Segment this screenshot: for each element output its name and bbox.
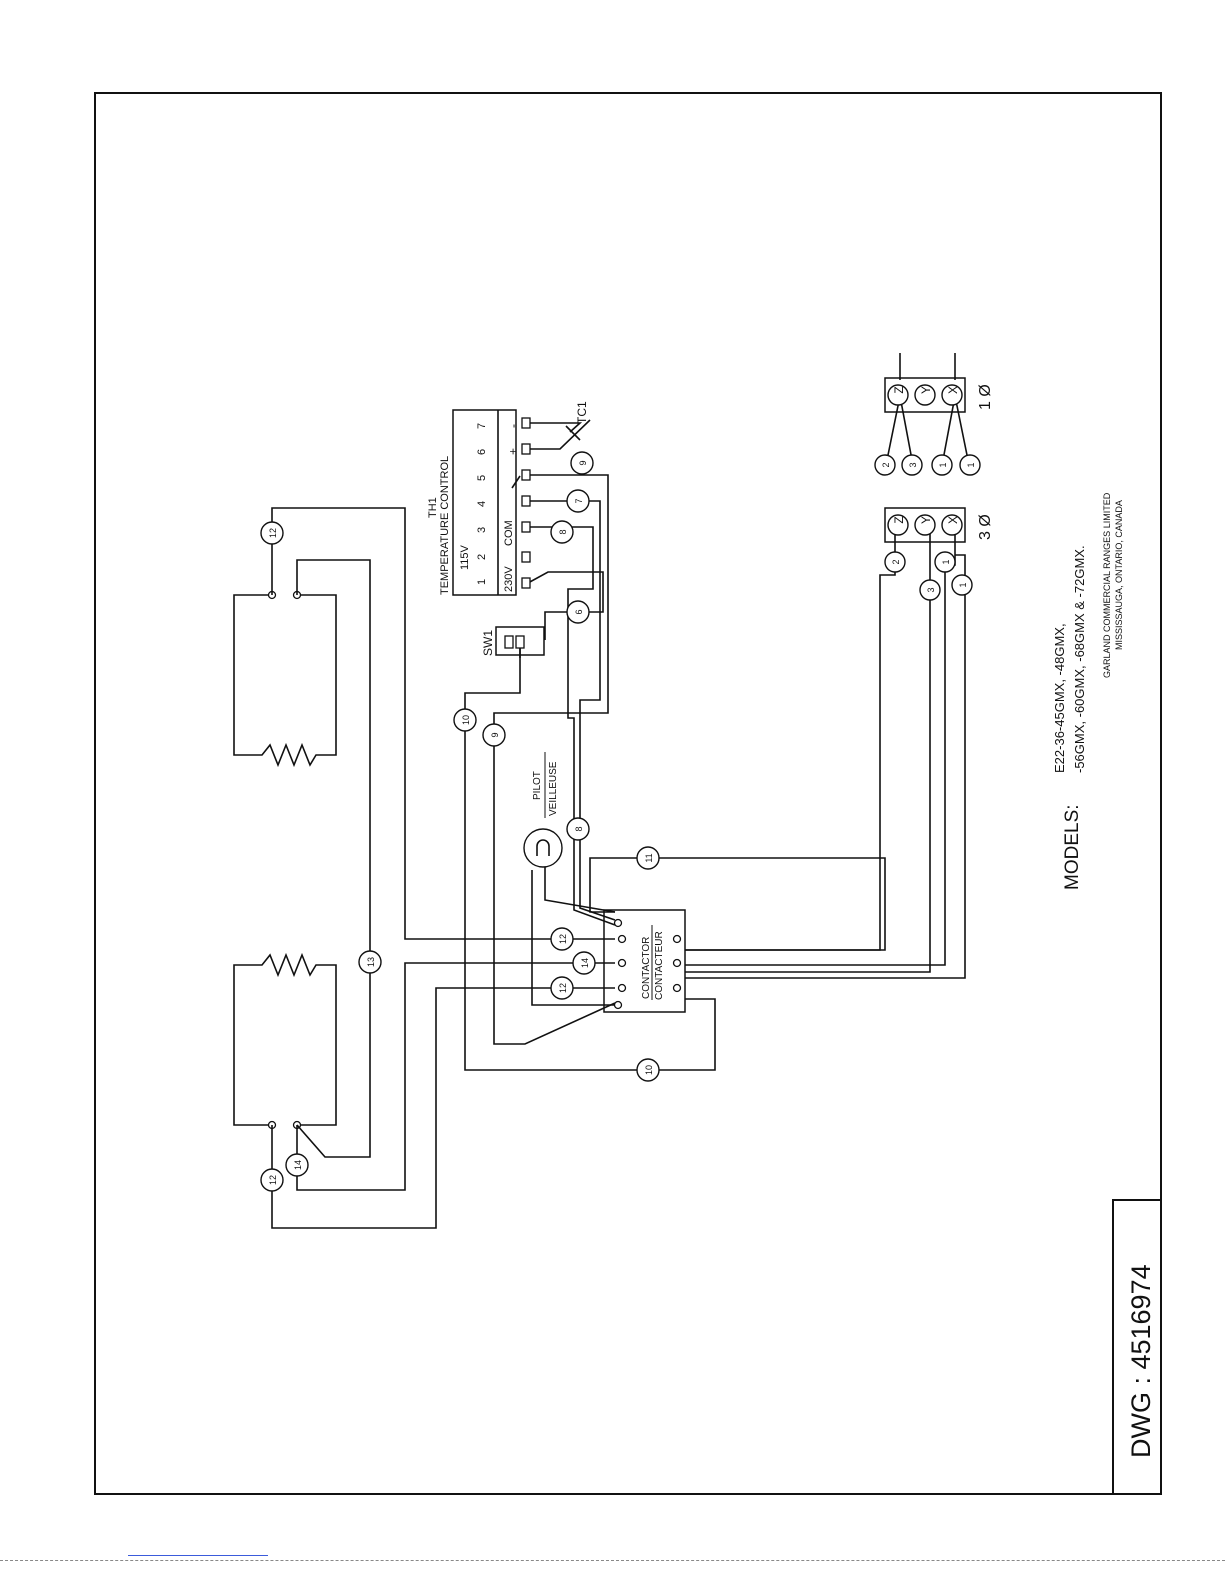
pilot-label-fr: VEILLEUSE (548, 761, 559, 816)
thermocouple-label: TC1 (575, 401, 589, 424)
svg-text:14: 14 (293, 1160, 303, 1170)
supply-block-three-phase: Z Y X 3 Ø (884, 507, 994, 543)
wire-labels: 12 13 12 14 12 14 12 10 11 8 10 9 6 8 7 … (260, 451, 981, 1192)
three-phase-terminal-z: Z (892, 516, 906, 523)
thermostat-title: TEMPERATURE CONTROL (439, 456, 451, 595)
three-phase-label: 3 Ø (977, 514, 994, 540)
svg-text:12: 12 (268, 1175, 278, 1185)
page-edge-rule (0, 1560, 1225, 1561)
svg-text:9: 9 (578, 460, 588, 465)
wire-label-10-bottom: 10 (636, 1058, 660, 1082)
models-line-2: -56GMX, -60GMX, -68GMX & -72GMX. (1072, 545, 1087, 773)
title-block (1112, 1199, 1162, 1495)
heating-element-upper (233, 590, 337, 768)
svg-text:7: 7 (574, 498, 584, 503)
svg-text:14: 14 (580, 958, 590, 968)
switch: SW1 (481, 626, 545, 656)
wire-label-14-lower: 14 (285, 1153, 309, 1177)
svg-text:12: 12 (268, 528, 278, 538)
contactor-label-fr: CONTACTEUR (654, 931, 665, 1000)
svg-text:1: 1 (938, 462, 948, 467)
svg-text:11: 11 (644, 853, 654, 862)
heating-element-lower (233, 952, 337, 1130)
drawing-number: DWG : 4516974 (1126, 1264, 1156, 1458)
maker-line-1: GARLAND COMMERCIAL RANGES LIMITED (1102, 492, 1112, 678)
wire-label-14-contactor: 14 (572, 951, 596, 975)
wire-label-12-contactor-a: 12 (550, 927, 574, 951)
svg-text:12: 12 (558, 983, 568, 993)
wire-label-3-single-phase: 3 (901, 454, 923, 476)
thermostat-com: COM (503, 520, 515, 546)
svg-text:12: 12 (558, 934, 568, 944)
single-phase-terminal-z: Z (892, 386, 906, 393)
single-phase-label: 1 Ø (977, 384, 994, 410)
svg-text:1: 1 (941, 559, 951, 564)
thermostat-115v: 115V (459, 544, 471, 570)
pilot-label-en: PILOT (532, 771, 543, 800)
wire-label-7: 7 (566, 489, 590, 513)
wire-label-8-thermostat: 8 (550, 520, 574, 544)
wire-label-9-left: 9 (482, 723, 506, 747)
wire-label-12-upper: 12 (260, 521, 284, 545)
svg-text:2: 2 (891, 559, 901, 564)
svg-text:3: 3 (926, 587, 936, 592)
wire-label-9-thermostat: 9 (570, 451, 594, 475)
svg-text:10: 10 (461, 715, 471, 725)
wire-label-3-three-phase: 3 (919, 579, 941, 601)
three-phase-terminal-x: X (946, 516, 960, 524)
svg-text:9: 9 (490, 732, 500, 737)
thermostat-tag: TH1 (427, 497, 439, 518)
wire-label-6: 6 (566, 600, 590, 624)
wire-label-10-switch: 10 (453, 708, 477, 732)
wire-label-12-lower: 12 (260, 1168, 284, 1192)
page-footer-underline (128, 1555, 268, 1556)
single-phase-terminal-x: X (946, 386, 960, 394)
sheet-frame (94, 92, 1162, 1495)
svg-text:3: 3 (908, 462, 918, 467)
wiring (271, 353, 969, 1229)
switch-label: SW1 (481, 630, 495, 656)
wire-label-1-three-phase-a: 1 (934, 551, 956, 573)
wire-label-1-three-phase-b: 1 (951, 574, 973, 596)
terminal-4: 4 (476, 501, 488, 507)
terminal-7: 7 (476, 423, 488, 429)
wire-label-12-contactor-b: 12 (550, 976, 574, 1000)
wire-label-13: 13 (358, 950, 382, 974)
terminal-1: 1 (476, 579, 488, 585)
contactor-label-en: CONTACTOR (641, 937, 652, 999)
svg-text:1: 1 (966, 462, 976, 467)
terminal-5: 5 (476, 475, 488, 481)
single-phase-terminal-y: Y (919, 386, 933, 394)
wire-label-2-single-phase: 2 (874, 454, 896, 476)
svg-text:8: 8 (558, 529, 568, 534)
thermostat-plus: + (506, 448, 520, 455)
terminal-6: 6 (476, 449, 488, 455)
wire-label-11: 11 (636, 846, 660, 870)
models-label: MODELS: (1062, 804, 1083, 890)
thermostat-minus: - (506, 424, 520, 428)
three-phase-terminal-y: Y (919, 516, 933, 524)
maker-line-2: MISSISSAUGA, ONTARIO, CANADA (1114, 500, 1124, 650)
wire-label-1-single-phase-a: 1 (931, 454, 953, 476)
thermostat-230v: 230V (503, 566, 515, 592)
svg-text:1: 1 (958, 582, 968, 587)
terminal-3: 3 (476, 527, 488, 533)
terminal-2: 2 (476, 554, 488, 560)
svg-text:6: 6 (574, 609, 584, 614)
pilot: PILOT VEILLEUSE (523, 752, 563, 868)
svg-text:10: 10 (644, 1065, 654, 1075)
contactor: CONTACTOR CONTACTEUR (603, 909, 686, 1013)
supply-block-single-phase: Z Y X 1 Ø (884, 377, 994, 413)
models-line-1: E22-36-45GMX, -48GMX, (1052, 623, 1067, 773)
temperature-control: TH1 TEMPERATURE CONTROL 115V 230V COM 1 … (427, 409, 531, 596)
wire-label-1-single-phase-b: 1 (959, 454, 981, 476)
wire-label-8-pilot: 8 (566, 817, 590, 841)
svg-text:8: 8 (574, 826, 584, 831)
wire-label-2-three-phase: 2 (884, 551, 906, 573)
svg-text:2: 2 (881, 462, 891, 467)
svg-text:13: 13 (366, 957, 376, 967)
